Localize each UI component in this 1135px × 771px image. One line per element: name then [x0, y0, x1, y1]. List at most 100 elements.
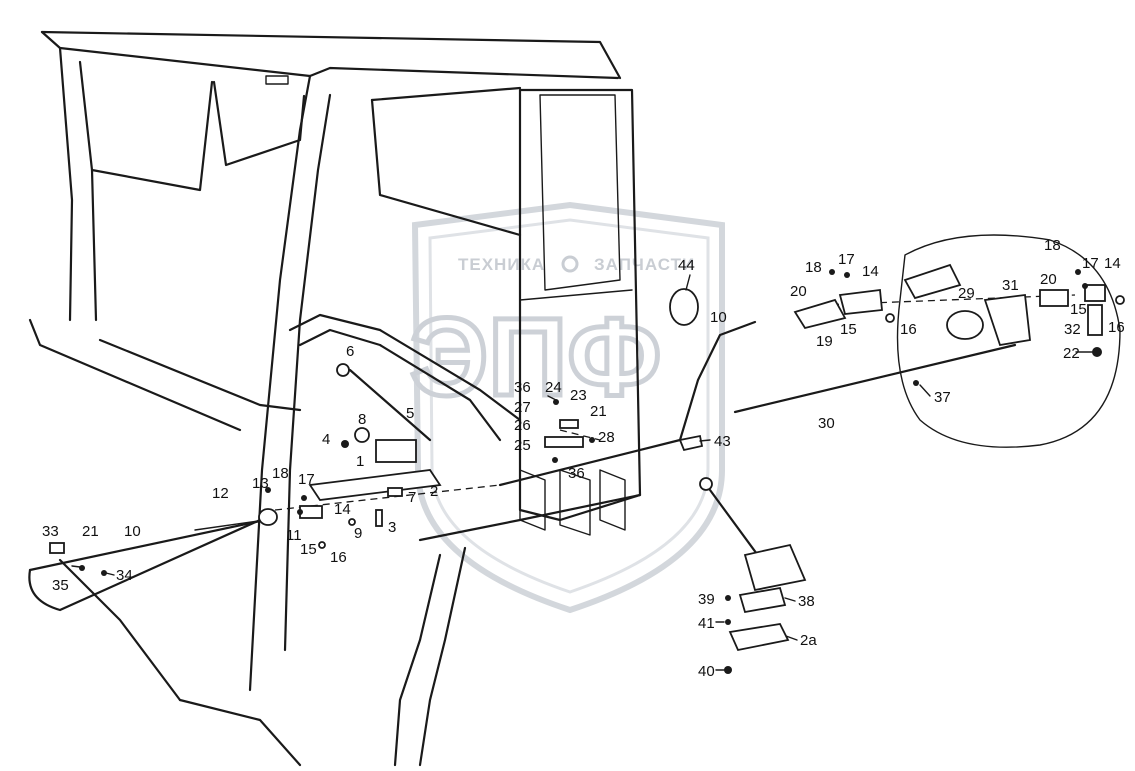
- label-9: 9: [354, 525, 362, 542]
- lever-29: [946, 310, 984, 340]
- clevis-20b: [1039, 289, 1069, 307]
- bolt-39: [725, 595, 731, 601]
- leader-43: [699, 439, 711, 442]
- washer-15: [297, 509, 303, 515]
- leader-38: [784, 597, 796, 602]
- label-21b: 21: [590, 403, 607, 420]
- side-window-upper: [370, 86, 522, 102]
- pin-32: [1087, 304, 1103, 336]
- label-1: 1: [356, 453, 364, 470]
- label-31: 31: [1002, 277, 1019, 294]
- nut-37: [913, 380, 919, 386]
- leader-35: [71, 565, 81, 568]
- lever-bracket-1: [375, 439, 417, 463]
- watermark-monogram: ЭПФ: [410, 296, 661, 419]
- lever-rod-5: [348, 368, 432, 442]
- nut-28: [589, 437, 595, 443]
- label-10: 10: [710, 309, 727, 326]
- label-25: 25: [514, 437, 531, 454]
- step-tread-2: [559, 469, 591, 536]
- pin-16b: [1115, 295, 1125, 305]
- rear-window-left: [78, 60, 214, 192]
- cable-10-right: [498, 320, 757, 487]
- label-30: 30: [818, 415, 835, 432]
- label-15: 15: [840, 321, 857, 338]
- pedal-body: [743, 543, 807, 592]
- cab-roof-rear-edge: [308, 66, 620, 80]
- ball-joint-11: [258, 508, 278, 526]
- label-17b: 17: [1082, 255, 1099, 272]
- label-17c: 17: [298, 471, 315, 488]
- label-6: 6: [346, 343, 354, 360]
- axis-dash-mid: [559, 429, 601, 441]
- pedal-bracket-38: [738, 586, 787, 614]
- nut-13: [265, 487, 271, 493]
- label-5: 5: [406, 405, 414, 422]
- cab-floor-left: [28, 318, 242, 432]
- pedal-assembly: [699, 477, 807, 674]
- screw-36b: [552, 457, 558, 463]
- cab-lower-left: [58, 558, 182, 702]
- label-14: 14: [862, 263, 879, 280]
- cable-threaded-end-left: [194, 519, 266, 531]
- label-2: 2: [430, 483, 438, 500]
- nut-4: [341, 440, 349, 448]
- label-33: 33: [42, 523, 59, 540]
- door-sill: [418, 493, 642, 542]
- step-tread-3: [599, 469, 626, 531]
- clip-33: [49, 542, 65, 554]
- clamp-43: [678, 434, 704, 452]
- cab-floor-rear: [98, 338, 302, 412]
- label-20: 20: [790, 283, 807, 300]
- label-14c: 14: [334, 501, 351, 518]
- leader-34: [105, 572, 115, 576]
- screw-24: [553, 399, 559, 405]
- watermark-text-left: ТЕХНИКА: [458, 255, 545, 274]
- label-43: 43: [714, 433, 731, 450]
- rear-pillar: [90, 168, 98, 322]
- nut-34: [101, 570, 107, 576]
- part-labels: 44 10 18 17 14 20 19 15 16 29 31 18 17 2…: [42, 237, 1125, 680]
- label-34: 34: [116, 567, 133, 584]
- roof-lamp: [265, 75, 289, 85]
- screw-35: [79, 565, 85, 571]
- label-12: 12: [212, 485, 229, 502]
- cab-roof-front-edge: [40, 30, 312, 78]
- label-13: 13: [252, 475, 269, 492]
- label-8: 8: [358, 411, 366, 428]
- label-40: 40: [698, 663, 715, 680]
- leader-24: [547, 395, 557, 401]
- watermark: ТЕХНИКА ЗАПЧАСТИ ЭПФ: [408, 201, 725, 614]
- clamp-14b: [1084, 284, 1106, 302]
- label-20b: 20: [1040, 271, 1057, 288]
- label-39: 39: [698, 591, 715, 608]
- label-7: 7: [408, 489, 416, 506]
- leader-44: [685, 274, 691, 291]
- gearbox-housing-outline: [896, 234, 1121, 448]
- step-edge-inner: [418, 546, 467, 767]
- label-28: 28: [598, 429, 615, 446]
- label-29: 29: [958, 285, 975, 302]
- ball-17: [301, 495, 307, 501]
- gearbox-side: [793, 234, 1125, 448]
- a-pillar-inner: [283, 93, 332, 652]
- cotter-9: [348, 518, 356, 526]
- right-door-window: [539, 94, 621, 291]
- label-11: 11: [286, 527, 302, 544]
- door-belt-line: [519, 289, 633, 301]
- cylinder-upper: [903, 263, 962, 300]
- label-16: 16: [900, 321, 917, 338]
- watermark-shield-inner: [428, 218, 710, 594]
- wheel-arch-inner: [298, 328, 502, 442]
- label-10b: 10: [124, 523, 141, 540]
- base-plate-2: [308, 469, 442, 501]
- bracket-31: [983, 293, 1031, 347]
- nut-40: [724, 666, 732, 674]
- nut-22: [1092, 347, 1102, 357]
- label-27: 27: [514, 399, 531, 416]
- label-37: 37: [934, 389, 951, 406]
- door-parts: [544, 399, 704, 463]
- washer-8: [354, 427, 370, 443]
